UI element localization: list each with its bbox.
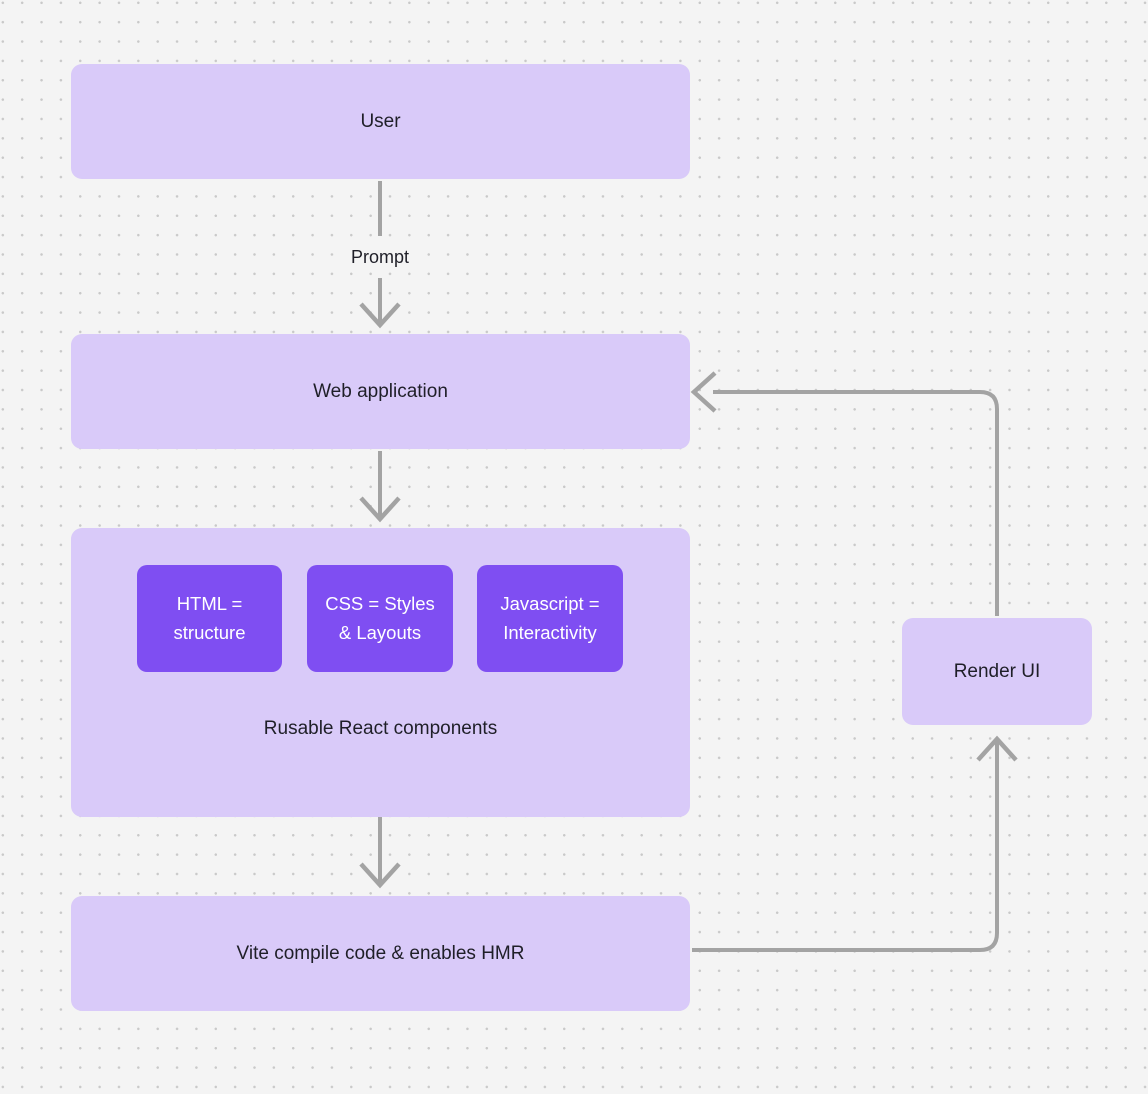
node-html[interactable]: HTML = structure	[137, 565, 282, 672]
node-vite-label: Vite compile code & enables HMR	[236, 942, 525, 964]
node-web-application-label: Web application	[313, 380, 448, 402]
node-user-label: User	[360, 110, 401, 132]
node-components-group-caption-text: Rusable React components	[263, 718, 498, 739]
edge-components-to-vite-arrowhead	[359, 862, 401, 889]
edge-label-prompt: Prompt	[344, 246, 417, 269]
node-css[interactable]: CSS = Styles & Layouts	[307, 565, 453, 672]
node-javascript[interactable]: Javascript = Interactivity	[477, 565, 623, 672]
node-web-application[interactable]: Web application	[71, 334, 690, 449]
node-render-ui-label: Render UI	[953, 660, 1041, 682]
node-html-label-line2: structure	[173, 621, 246, 643]
node-user[interactable]: User	[71, 64, 690, 179]
edge-render-to-web-arrowhead	[690, 371, 717, 413]
edge-render-to-web	[713, 390, 999, 616]
node-components-group-caption: Rusable React components	[71, 718, 690, 740]
node-javascript-label-line1: Javascript =	[500, 592, 600, 614]
edge-user-to-web-arrowhead	[359, 302, 401, 329]
edge-label-prompt-text: Prompt	[351, 247, 410, 267]
node-html-label-line1: HTML =	[176, 592, 243, 614]
edge-web-to-components-arrowhead	[359, 496, 401, 523]
edge-vite-to-render	[692, 742, 999, 952]
node-vite[interactable]: Vite compile code & enables HMR	[71, 896, 690, 1011]
node-css-label-line1: CSS = Styles	[325, 592, 435, 614]
node-render-ui[interactable]: Render UI	[902, 618, 1092, 725]
node-javascript-label-line2: Interactivity	[503, 621, 597, 643]
edge-vite-to-render-arrowhead	[976, 735, 1018, 762]
node-css-label-line2: & Layouts	[338, 621, 422, 643]
